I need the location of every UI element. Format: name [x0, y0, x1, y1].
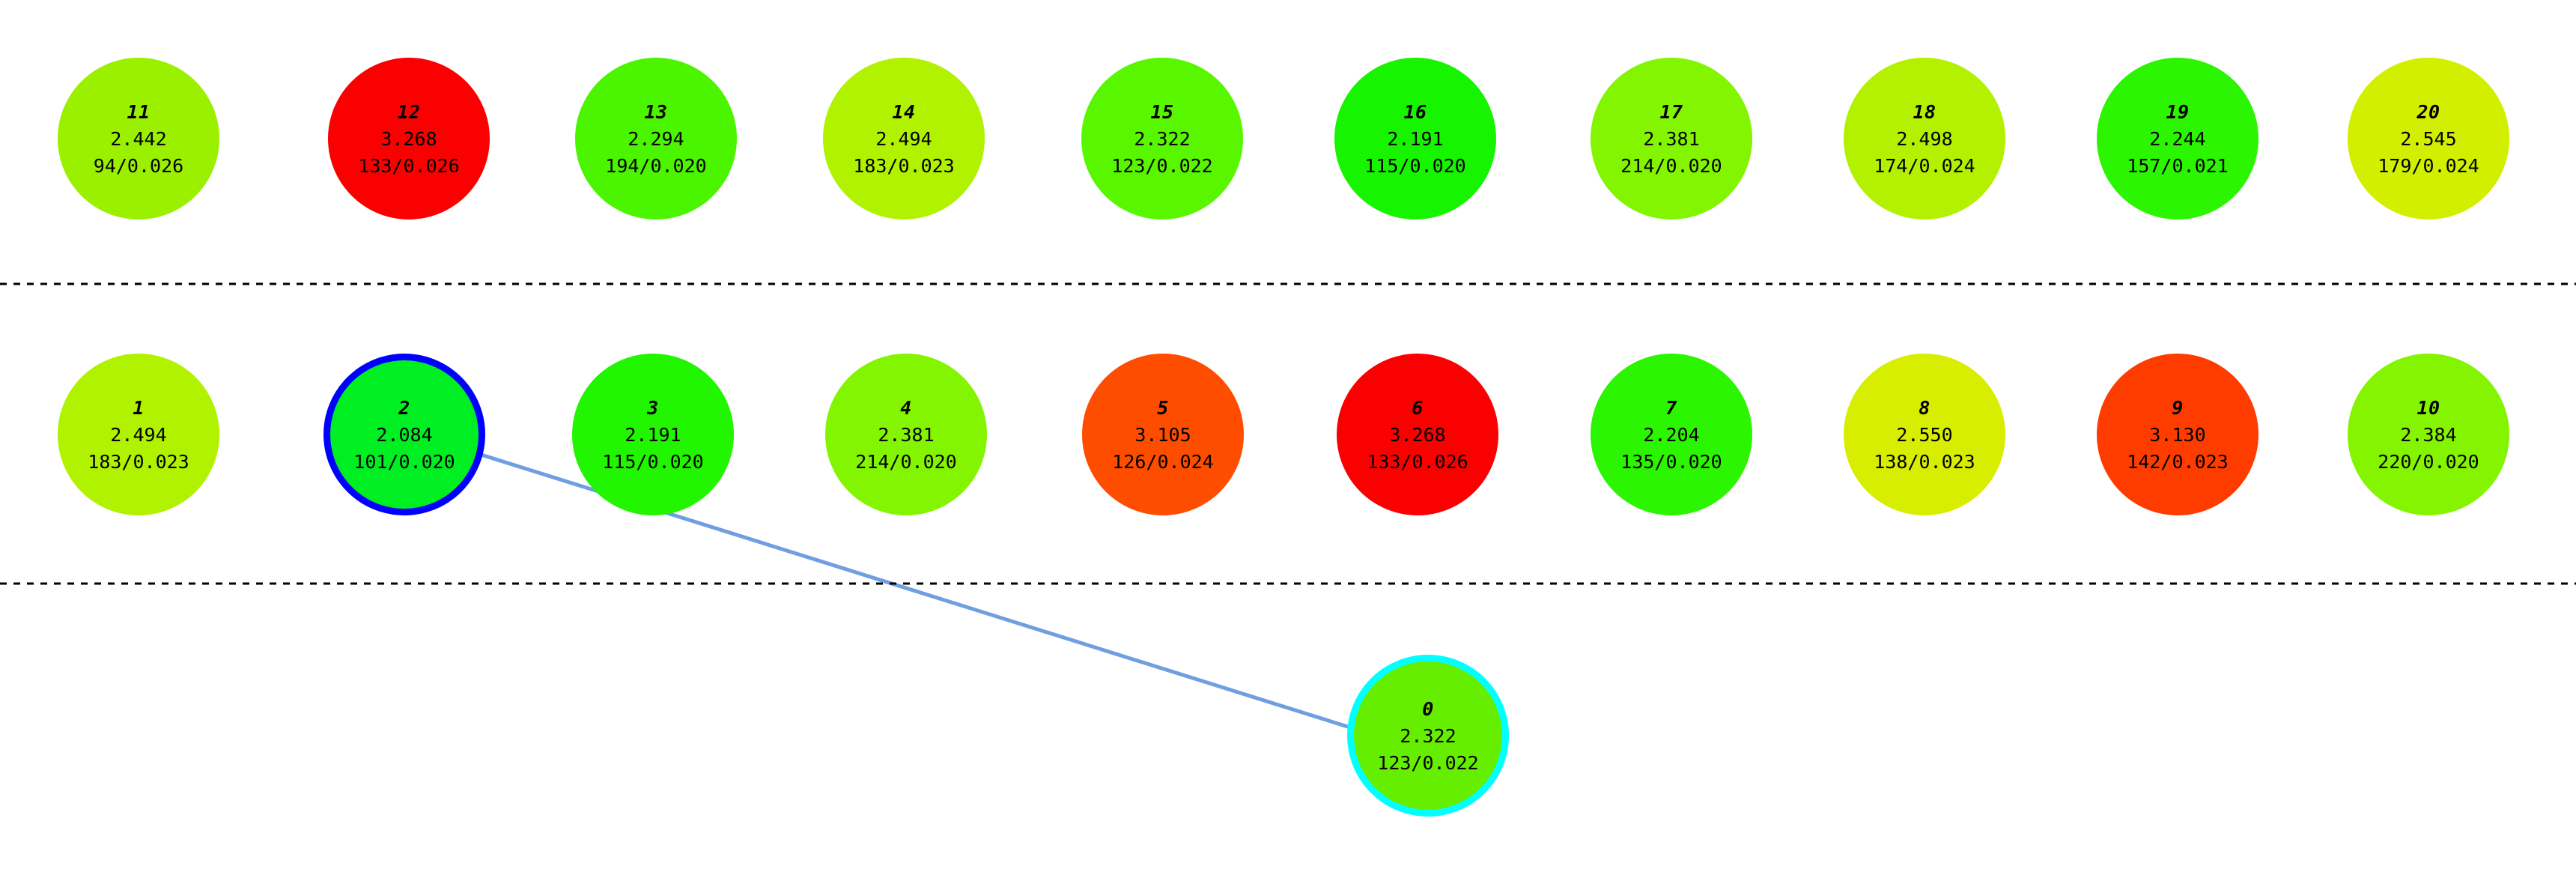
node-detail-label: 183/0.023	[853, 154, 955, 177]
graph-node-20[interactable]: 20 2.545 179/0.024	[2348, 58, 2509, 219]
node-value-label: 2.550	[1896, 423, 1953, 446]
node-detail-label: 183/0.023	[88, 450, 189, 473]
node-id-label: 2	[398, 396, 410, 419]
graph-node-13[interactable]: 13 2.294 194/0.020	[575, 58, 737, 219]
graph-node-0[interactable]: 0 2.322 123/0.022	[1347, 655, 1509, 817]
node-value-label: 2.384	[2400, 423, 2457, 446]
node-detail-label: 214/0.020	[1620, 154, 1722, 177]
node-value-label: 2.294	[628, 127, 684, 150]
graph-node-16[interactable]: 16 2.191 115/0.020	[1334, 58, 1496, 219]
node-detail-label: 133/0.026	[358, 154, 460, 177]
node-value-label: 2.381	[878, 423, 935, 446]
node-value-label: 2.191	[1387, 127, 1444, 150]
node-detail-label: 179/0.024	[2378, 154, 2479, 177]
node-id-label: 0	[1422, 697, 1434, 720]
graph-node-2[interactable]: 2 2.084 101/0.020	[323, 354, 485, 515]
graph-node-3[interactable]: 3 2.191 115/0.020	[572, 354, 734, 515]
node-value-label: 2.494	[110, 423, 167, 446]
node-value-label: 2.191	[625, 423, 681, 446]
node-detail-label: 194/0.020	[605, 154, 707, 177]
node-id-label: 20	[2416, 100, 2440, 123]
node-id-label: 1	[133, 396, 145, 419]
node-id-label: 14	[892, 100, 916, 123]
node-id-label: 13	[644, 100, 668, 123]
node-detail-label: 94/0.026	[93, 154, 184, 177]
graph-node-17[interactable]: 17 2.381 214/0.020	[1591, 58, 1752, 219]
node-id-label: 5	[1157, 396, 1169, 419]
node-value-label: 2.244	[2149, 127, 2206, 150]
node-id-label: 15	[1150, 100, 1174, 123]
graph-node-8[interactable]: 8 2.550 138/0.023	[1844, 354, 2005, 515]
node-detail-label: 214/0.020	[855, 450, 957, 473]
node-id-label: 19	[2166, 100, 2190, 123]
node-detail-label: 220/0.020	[2378, 450, 2479, 473]
graph-node-11[interactable]: 11 2.442 94/0.026	[58, 58, 219, 219]
node-id-label: 11	[127, 100, 151, 123]
graph-node-18[interactable]: 18 2.498 174/0.024	[1844, 58, 2005, 219]
graph-node-5[interactable]: 5 3.105 126/0.024	[1082, 354, 1244, 515]
node-detail-label: 138/0.023	[1874, 450, 1975, 473]
node-detail-label: 174/0.024	[1874, 154, 1975, 177]
node-id-label: 18	[1913, 100, 1936, 123]
graph-node-6[interactable]: 6 3.268 133/0.026	[1337, 354, 1498, 515]
node-detail-label: 126/0.024	[1112, 450, 1214, 473]
node-id-label: 17	[1659, 100, 1683, 123]
node-id-label: 7	[1665, 396, 1677, 419]
node-value-label: 3.130	[2149, 423, 2206, 446]
node-value-label: 2.442	[110, 127, 167, 150]
node-id-label: 10	[2416, 396, 2440, 419]
node-value-label: 2.084	[376, 423, 433, 446]
node-detail-label: 101/0.020	[353, 450, 455, 473]
node-detail-label: 115/0.020	[602, 450, 704, 473]
node-detail-label: 135/0.020	[1620, 450, 1722, 473]
graph-node-15[interactable]: 15 2.322 123/0.022	[1081, 58, 1243, 219]
node-value-label: 2.322	[1134, 127, 1191, 150]
node-detail-label: 133/0.026	[1367, 450, 1468, 473]
graph-node-4[interactable]: 4 2.381 214/0.020	[825, 354, 987, 515]
graph-node-19[interactable]: 19 2.244 157/0.021	[2097, 58, 2258, 219]
node-value-label: 3.268	[1389, 423, 1446, 446]
node-detail-label: 123/0.022	[1111, 154, 1213, 177]
graph-node-7[interactable]: 7 2.204 135/0.020	[1591, 354, 1752, 515]
node-value-label: 2.204	[1643, 423, 1700, 446]
node-value-label: 2.381	[1643, 127, 1700, 150]
node-value-label: 2.498	[1896, 127, 1953, 150]
node-id-label: 6	[1412, 396, 1424, 419]
node-id-label: 3	[647, 396, 659, 419]
node-value-label: 3.268	[380, 127, 437, 150]
graph-node-12[interactable]: 12 3.268 133/0.026	[328, 58, 490, 219]
node-detail-label: 115/0.020	[1364, 154, 1466, 177]
node-id-label: 4	[900, 396, 912, 419]
graph-node-14[interactable]: 14 2.494 183/0.023	[823, 58, 985, 219]
node-id-label: 16	[1403, 100, 1427, 123]
node-id-label: 9	[2172, 396, 2184, 419]
node-id-label: 8	[1919, 396, 1931, 419]
node-detail-label: 142/0.023	[2127, 450, 2229, 473]
node-detail-label: 123/0.022	[1377, 751, 1479, 774]
node-value-label: 2.494	[875, 127, 932, 150]
node-id-label: 12	[397, 100, 421, 123]
graph-node-9[interactable]: 9 3.130 142/0.023	[2097, 354, 2258, 515]
node-value-label: 2.322	[1400, 724, 1456, 747]
graph-node-10[interactable]: 10 2.384 220/0.020	[2348, 354, 2509, 515]
graph-node-1[interactable]: 1 2.494 183/0.023	[58, 354, 219, 515]
node-value-label: 2.545	[2400, 127, 2457, 150]
node-detail-label: 157/0.021	[2127, 154, 2229, 177]
node-value-label: 3.105	[1134, 423, 1191, 446]
